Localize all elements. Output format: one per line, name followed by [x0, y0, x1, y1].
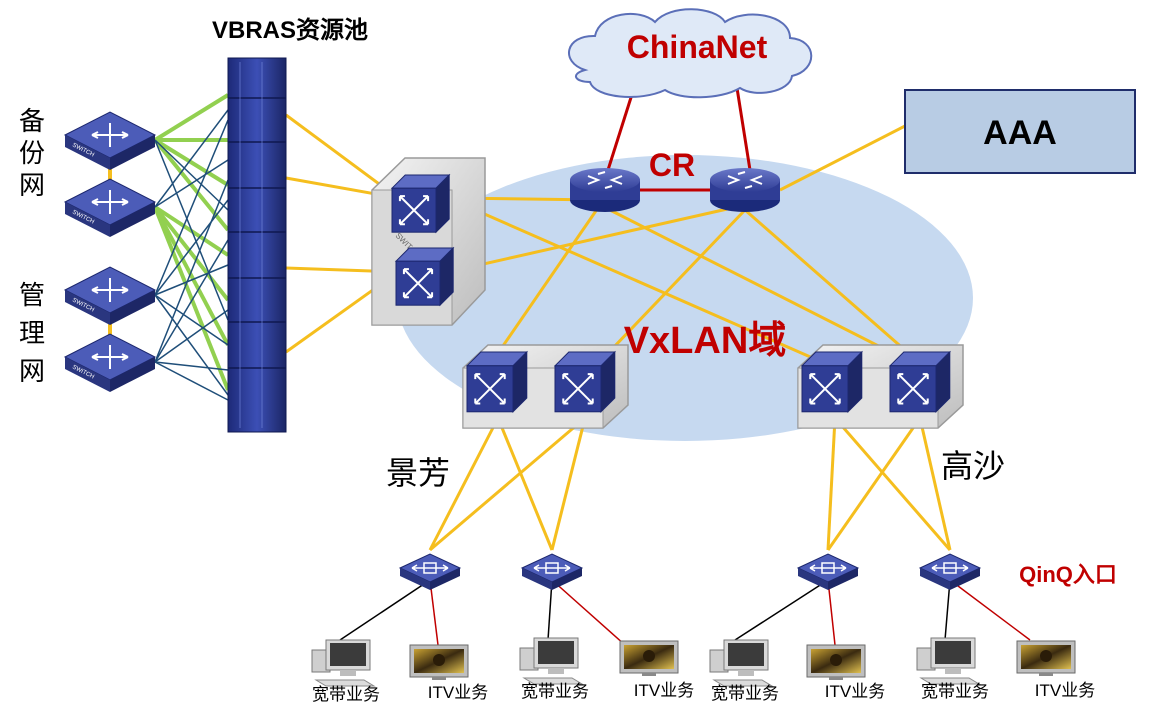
backup-net-label: 备 份 网 — [19, 106, 45, 200]
desktop-pc-icon — [519, 637, 584, 685]
cr-label: CR — [649, 147, 695, 183]
broadband-service-label: 宽带业务 — [521, 682, 589, 701]
left-switch-group: SWITCH SWITCH SWITCH SWITCH — [63, 111, 157, 392]
mgmt-net-char-1: 管 — [19, 280, 45, 310]
aggregation-module-right — [888, 350, 952, 414]
aggregation-switch-group — [462, 344, 964, 429]
broadband-service-label: 宽带业务 — [921, 682, 989, 701]
links-blue — [154, 109, 229, 401]
access-switch-icon — [796, 553, 860, 590]
access-switch-icon — [520, 553, 584, 590]
lan-switch-icon: SWITCH — [63, 178, 157, 237]
aggregation-module-left — [465, 350, 529, 414]
itv-service-label: ITV业务 — [428, 683, 488, 702]
mgmt-net-label: 管 理 网 — [19, 280, 45, 386]
aaa-label: AAA — [983, 114, 1057, 152]
broadband-service-label: 宽带业务 — [312, 685, 380, 704]
itv-service-label: ITV业务 — [825, 682, 885, 701]
vbras-rack-icon — [227, 57, 287, 433]
tv-icon — [409, 644, 469, 680]
mgmt-net-char-3: 网 — [19, 356, 45, 386]
tv-icon — [619, 640, 679, 676]
desktop-pc-icon — [916, 637, 981, 685]
backup-net-char-1: 备 — [19, 106, 45, 136]
desktop-pc-icon — [709, 639, 774, 687]
backup-net-char-3: 网 — [19, 170, 45, 200]
core-switch-modules — [390, 173, 455, 307]
chinanet-label: ChinaNet — [627, 29, 768, 65]
itv-service-label: ITV业务 — [1035, 681, 1095, 700]
aggregation-switch-gaosha — [797, 344, 964, 429]
site-gaosha-label: 高沙 — [941, 448, 1005, 484]
cr-router-right — [710, 168, 780, 212]
lan-switch-icon: SWITCH — [63, 266, 157, 325]
cloud-icon — [568, 8, 813, 99]
tv-icon — [1016, 640, 1076, 676]
access-switch-icon — [918, 553, 982, 590]
desktop-pc-icon — [311, 639, 376, 687]
aaa-server-box — [904, 89, 1136, 174]
qinq-entry-label: QinQ入口 — [1019, 562, 1117, 587]
links-access — [339, 579, 1031, 646]
mgmt-net-char-2: 理 — [19, 318, 45, 348]
core-switch-module-lower — [394, 246, 455, 307]
backup-net-char-2: 份 — [19, 138, 45, 168]
aggregation-module-left — [800, 350, 864, 414]
access-switch-icon — [398, 553, 462, 590]
aggregation-switch-jingfang — [462, 344, 629, 429]
access-switch-group — [398, 553, 982, 590]
vbras-pool-label: VBRAS资源池 — [212, 17, 368, 44]
site-jingfang-label: 景芳 — [386, 455, 450, 491]
tv-icon — [806, 644, 866, 680]
aggregation-module-right — [553, 350, 617, 414]
links-red — [606, 87, 752, 192]
core-switch-module-upper — [390, 173, 451, 234]
lan-switch-icon: SWITCH — [63, 111, 157, 170]
broadband-service-label: 宽带业务 — [711, 684, 779, 703]
end-device-group — [311, 637, 1076, 687]
vxlan-label: VxLAN域 — [624, 320, 787, 362]
itv-service-label: ITV业务 — [634, 681, 694, 700]
cr-router-left — [570, 168, 640, 212]
lan-switch-icon: SWITCH — [63, 333, 157, 392]
